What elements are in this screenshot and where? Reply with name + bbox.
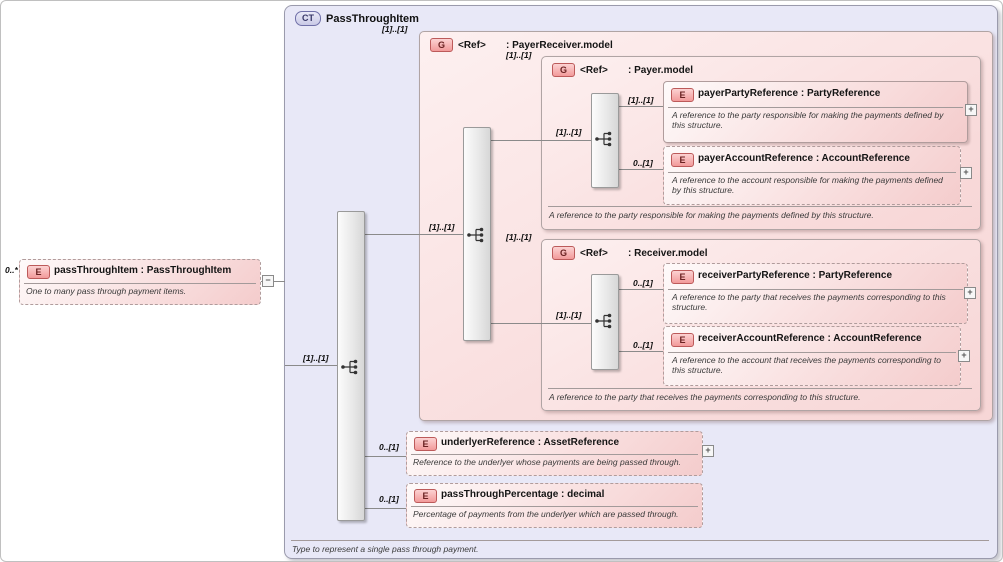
element-badge: E [671, 88, 694, 102]
element-passThroughPercentage[interactable]: E passThroughPercentage : decimal Percen… [406, 483, 703, 528]
connector-line [362, 456, 407, 457]
element-name: receiverAccountReference : AccountRefere… [698, 333, 922, 344]
cardinality-label: 0..[1] [633, 158, 653, 168]
group-type-label: : Receiver.model [628, 248, 708, 259]
element-name: receiverPartyReference : PartyReference [698, 270, 893, 281]
element-receiverPartyReference[interactable]: E receiverPartyReference : PartyReferenc… [663, 263, 968, 324]
group-ref-label: <Ref> [458, 40, 486, 51]
element-payerPartyReference[interactable]: E payerPartyReference : PartyReference A… [663, 81, 968, 143]
cardinality-label: [1]..[1] [628, 95, 654, 105]
element-description: Reference to the underlyer whose payment… [413, 457, 681, 467]
element-name: payerPartyReference : PartyReference [698, 88, 881, 99]
separator [668, 107, 963, 108]
complextype-title: PassThroughItem [326, 13, 419, 25]
cardinality-label: [1]..[1] [506, 232, 532, 242]
connector-line [616, 169, 664, 170]
separator [411, 506, 698, 507]
expand-icon[interactable]: + [960, 167, 972, 179]
sequence-icon [595, 313, 612, 329]
cardinality-label: 0..[1] [633, 278, 653, 288]
annotation-text: A reference to the party responsible for… [549, 210, 874, 220]
separator [411, 454, 698, 455]
cardinality-label: 0..[1] [633, 340, 653, 350]
separator [668, 289, 963, 290]
element-name: underlyerReference : AssetReference [441, 437, 620, 448]
cardinality-label: [1]..[1] [556, 127, 582, 137]
group-ref-label: <Ref> [580, 65, 608, 76]
sequence-indicator-payer[interactable] [591, 93, 619, 188]
connector-line [616, 289, 664, 290]
annotation-text: A reference to the party that receives t… [549, 392, 861, 402]
cardinality-label: [1]..[1] [429, 222, 455, 232]
separator [291, 540, 989, 541]
expand-icon[interactable]: + [958, 350, 970, 362]
connector-line [362, 508, 407, 509]
element-description: A reference to the account responsible f… [672, 175, 943, 195]
element-description: One to many pass through payment items. [26, 286, 187, 296]
element-underlyerReference[interactable]: E underlyerReference : AssetReference Re… [406, 431, 703, 476]
group-badge: G [430, 38, 453, 52]
element-description: A reference to the account that receives… [672, 355, 942, 375]
element-description: A reference to the party responsible for… [672, 110, 944, 130]
group-type-label: : Payer.model [628, 65, 694, 76]
element-badge: E [414, 489, 437, 503]
separator [548, 206, 972, 207]
element-name: passThroughPercentage : decimal [441, 489, 605, 500]
cardinality-label: [1]..[1] [506, 50, 532, 60]
group-badge: G [552, 63, 575, 77]
element-badge: E [671, 153, 694, 167]
group-ref-label: <Ref> [580, 248, 608, 259]
element-payerAccountReference[interactable]: E payerAccountReference : AccountReferen… [663, 146, 961, 205]
cardinality-label: 0..[1] [379, 494, 399, 504]
element-description: Percentage of payments from the underlye… [413, 509, 679, 519]
separator [24, 283, 256, 284]
element-badge: E [671, 333, 694, 347]
connector-line [488, 140, 592, 141]
connector-line [285, 365, 338, 366]
cardinality-label: [1]..[1] [382, 24, 408, 34]
group-badge: G [552, 246, 575, 260]
element-badge: E [27, 265, 50, 279]
connector-line [616, 106, 664, 107]
group-type-label: : PayerReceiver.model [506, 40, 613, 51]
annotation-text: Type to represent a single pass through … [292, 544, 479, 554]
sequence-icon [341, 359, 358, 375]
sequence-indicator-payerreceiver[interactable] [463, 127, 491, 341]
element-badge: E [414, 437, 437, 451]
complextype-badge: CT [295, 11, 321, 26]
expand-icon[interactable]: + [702, 445, 714, 457]
sequence-icon [467, 227, 484, 243]
collapse-icon[interactable]: − [262, 275, 274, 287]
separator [668, 352, 956, 353]
element-receiverAccountReference[interactable]: E receiverAccountReference : AccountRefe… [663, 326, 961, 386]
separator [548, 388, 972, 389]
cardinality-label: 0..* [5, 265, 18, 275]
cardinality-label: 0..[1] [379, 442, 399, 452]
connector-line [488, 323, 592, 324]
expand-icon[interactable]: + [965, 104, 977, 116]
cardinality-label: [1]..[1] [303, 353, 329, 363]
sequence-icon [595, 131, 612, 147]
element-name: payerAccountReference : AccountReference [698, 153, 910, 164]
element-badge: E [671, 270, 694, 284]
element-name: passThroughItem : PassThroughItem [54, 265, 232, 276]
separator [668, 172, 956, 173]
expand-icon[interactable]: + [964, 287, 976, 299]
element-passThroughItem[interactable]: E passThroughItem : PassThroughItem One … [19, 259, 261, 305]
sequence-indicator-receiver[interactable] [591, 274, 619, 370]
connector-line [616, 351, 664, 352]
element-description: A reference to the party that receives t… [672, 292, 946, 312]
cardinality-label: [1]..[1] [556, 310, 582, 320]
connector-line [362, 234, 464, 235]
